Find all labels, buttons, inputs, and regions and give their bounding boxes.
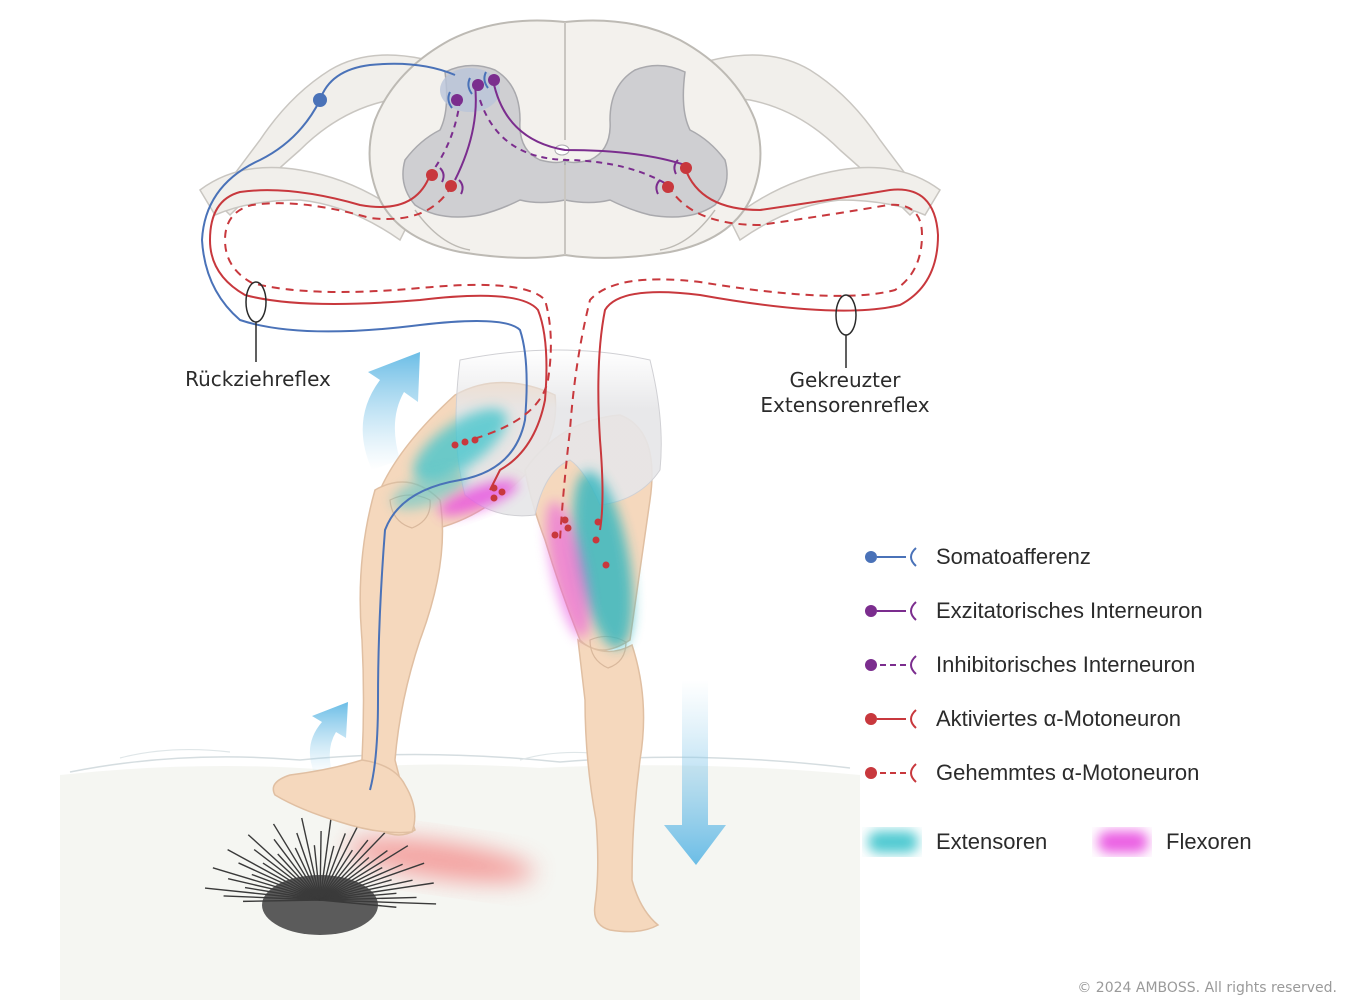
legend-item-excitatory-interneuron: Exzitatorisches Interneuron (862, 596, 1203, 626)
inhibitory-interneuron-crossing (479, 99, 669, 186)
somatoafferent-symbol-icon (865, 547, 917, 567)
spinal-cord (199, 19, 941, 259)
excitatory-interneuron-crossing (492, 79, 686, 166)
legend-label: Gehemmtes α-Motoneuron (936, 760, 1200, 785)
inhibited-motoneuron-symbol-icon (865, 763, 917, 783)
callout-markers (245, 281, 857, 368)
withdrawal-arrow-foot (309, 702, 348, 775)
legend-label: Flexoren (1166, 829, 1252, 854)
legend-item-activated-motoneuron: Aktiviertes α-Motoneuron (862, 704, 1181, 734)
crossed-extensor-inhibited (559, 184, 924, 541)
legend-label: Exzitatorisches Interneuron (936, 598, 1203, 623)
legend-label: Inhibitorisches Interneuron (936, 652, 1196, 677)
pain-glow (345, 837, 535, 883)
legend-item-inhibitory-interneuron: Inhibitorisches Interneuron (862, 650, 1195, 680)
crossed-extensor-active (597, 167, 940, 531)
neural-pathways (200, 62, 940, 791)
inhibitory-interneuron-left (431, 99, 461, 173)
activated-motoneuron-symbol-icon (865, 709, 917, 729)
excitatory-interneuron-left (454, 84, 477, 181)
extension-arrow-standing-leg (664, 680, 726, 865)
callout-crossed-extensor-reflex: Gekreuzter Extensorenreflex (740, 368, 950, 418)
extensor-swatch-icon (868, 831, 918, 853)
callout-withdrawal-text: Rückziehreflex (185, 367, 331, 391)
legend-item-somatoafferent: Somatoafferenz (862, 542, 1091, 572)
somatoafferent-path (200, 62, 528, 791)
withdrawal-motor-active (208, 174, 548, 491)
extensor-lifted-thigh (413, 408, 507, 482)
callout-withdrawal-reflex: Rückziehreflex (160, 367, 356, 392)
withdrawal-arrow-leg (362, 352, 420, 470)
legend-label: Aktiviertes α-Motoneuron (936, 706, 1182, 731)
sea-urchin-icon (204, 817, 437, 935)
legend-item-inhibited-motoneuron: Gehemmtes α-Motoneuron (862, 758, 1199, 788)
callout-crossed-line1: Gekreuzter (789, 368, 901, 392)
withdrawal-motor-inhibited (223, 184, 552, 441)
legend-label: Extensoren (936, 829, 1048, 854)
flexor-lifted-thigh (438, 480, 518, 516)
movement-arrows (309, 352, 726, 865)
excitatory-interneuron-symbol-icon (865, 601, 917, 621)
inhibitory-interneuron-symbol-icon (865, 655, 917, 675)
legend-label: Somatoafferenz (936, 544, 1091, 569)
legend-item-extensors: Extensoren (862, 827, 1047, 857)
callout-crossed-line2: Extensorenreflex (760, 393, 930, 417)
copyright-notice: © 2024 AMBOSS. All rights reserved. (1077, 980, 1337, 996)
flexor-swatch-icon (1098, 831, 1148, 853)
legend-item-flexors: Flexoren (1092, 827, 1252, 857)
